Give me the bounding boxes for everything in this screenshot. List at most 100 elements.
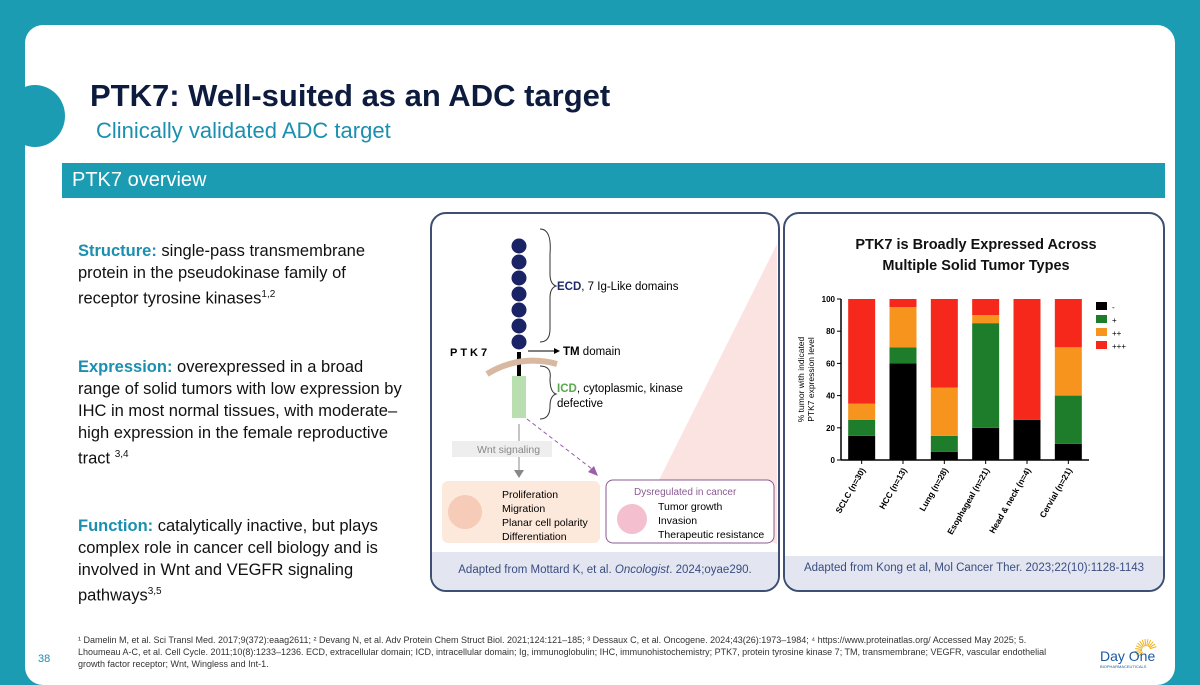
- ig-domain: [511, 334, 527, 350]
- wnt-band: [452, 441, 552, 457]
- sun-ray: [1135, 650, 1143, 652]
- bullet-expression: Expression: overexpressed in a broad ran…: [78, 356, 408, 470]
- legend-label: -: [1112, 303, 1115, 312]
- bar-segment-plusplus: [972, 315, 1000, 324]
- bar-segment-plus: [972, 323, 1000, 428]
- legend-swatch: [1096, 341, 1107, 349]
- bar-segment-plus: [848, 419, 876, 436]
- sun-ray: [1149, 643, 1156, 649]
- y-tick-label: 100: [822, 295, 836, 304]
- arrow-head: [588, 466, 598, 476]
- bar-segment-minus: [889, 363, 917, 460]
- bar-segment-minus: [972, 427, 1000, 460]
- ecd-label: ECD, 7 Ig-Like domains: [557, 281, 679, 293]
- cancer-item: Invasion: [658, 515, 697, 527]
- normal-item: Migration: [502, 503, 545, 515]
- y-tick-label: 40: [826, 392, 835, 401]
- ig-domain: [511, 238, 527, 254]
- bar-segment-minus: [1013, 419, 1041, 460]
- bar-segment-plus: [1054, 395, 1082, 444]
- icd-box: [512, 376, 526, 418]
- embryo-icon: [448, 495, 482, 529]
- ig-domain: [511, 302, 527, 318]
- ecd-brace: [539, 228, 558, 343]
- cancer-title: Dysregulated in cancer: [634, 487, 737, 498]
- logo-subtitle: BIOPHARMACEUTICALS: [1100, 664, 1147, 669]
- x-tick-label: HCC (n=13): [877, 466, 909, 511]
- arrow-head: [554, 348, 560, 354]
- highlight-wedge: [652, 244, 777, 544]
- bar-segment-minus: [1054, 443, 1082, 460]
- bar-segment-plusplusplus: [1054, 299, 1082, 348]
- bar-segment-plusplusplus: [1013, 299, 1041, 420]
- legend-swatch: [1096, 315, 1107, 323]
- y-axis-label: PTK7 expression level: [806, 337, 816, 422]
- bar-segment-minus: [848, 435, 876, 460]
- tumor-icon: [617, 504, 647, 534]
- page-subtitle: Clinically validated ADC target: [96, 118, 391, 143]
- sun-logo-icon: [1135, 638, 1157, 658]
- normal-box: [442, 481, 600, 543]
- bullet-text: single-pass transmembrane protein in the…: [78, 242, 366, 308]
- sun-ray: [1139, 640, 1145, 648]
- ig-domain: [511, 318, 527, 334]
- wnt-label: Wnt signaling: [477, 444, 540, 456]
- x-tick-label: Esophageal (n=21): [945, 466, 991, 536]
- citation: 1,2: [261, 289, 276, 300]
- icd-brace: [539, 365, 558, 420]
- bar-segment-plus: [889, 347, 917, 364]
- legend-swatch: [1096, 302, 1107, 310]
- sun-ray: [1147, 639, 1152, 647]
- ptk7-diagram: ECD, 7 Ig-Like domains PTK7 TM domain IC…: [442, 228, 777, 544]
- sun-ray: [1148, 641, 1154, 648]
- membrane: [485, 357, 558, 377]
- decorative-circle: [5, 85, 65, 147]
- bar-segment-plusplusplus: [930, 299, 958, 388]
- sun-ray: [1135, 648, 1143, 650]
- chart-caption: Adapted from Kong et al, Mol Cancer Ther…: [785, 556, 1163, 590]
- y-tick-label: 60: [826, 359, 835, 368]
- legend-label: ++: [1112, 329, 1122, 338]
- bullet-text: catalytically inactive, but plays comple…: [78, 517, 378, 605]
- ig-domain: [511, 254, 527, 270]
- bullet-structure: Structure: single-pass transmembrane pro…: [78, 240, 408, 310]
- ptk7-diagram-panel: ECD, 7 Ig-Like domains PTK7 TM domain IC…: [430, 212, 780, 592]
- y-axis-label: % tumor with indicated: [796, 336, 806, 422]
- logo: Day One: [1100, 648, 1156, 664]
- y-tick-label: 0: [831, 456, 836, 465]
- bullet-list: Structure: single-pass transmembrane pro…: [78, 240, 408, 653]
- citation: 3,4: [114, 448, 129, 460]
- y-tick-label: 20: [826, 424, 835, 433]
- bar-segment-plusplusplus: [972, 299, 1000, 316]
- chart-title: Multiple Solid Tumor Types: [882, 258, 1069, 274]
- bullet-text: overexpressed in a broad range of solid …: [78, 357, 402, 468]
- tm-label: TM domain: [563, 346, 621, 358]
- bullet-label: Function:: [78, 517, 154, 535]
- x-tick-label: Lung (n=28): [917, 466, 950, 513]
- citation: 3,5: [147, 586, 162, 597]
- bar-segment-plusplus: [848, 403, 876, 420]
- ptk7-label: PTK7: [450, 347, 490, 359]
- x-tick-label: Cervial (n=21): [1037, 466, 1074, 520]
- cancer-item: Therapeutic resistance: [658, 529, 764, 541]
- sun-ray: [1137, 642, 1144, 648]
- sun-ray: [1146, 639, 1149, 647]
- sun-ray: [1137, 652, 1144, 658]
- footnotes: ¹ Damelin M, et al. Sci Transl Med. 2017…: [78, 635, 1047, 669]
- bullet-label: Expression:: [78, 357, 173, 376]
- stacked-bar-chart: PTK7 is Broadly Expressed AcrossMultiple…: [796, 237, 1126, 536]
- arrow-head: [514, 470, 524, 478]
- bar-segment-plusplusplus: [889, 299, 917, 308]
- bar-segment-plusplus: [930, 387, 958, 436]
- cancer-item: Tumor growth: [658, 501, 723, 513]
- normal-item: Differentiation: [502, 531, 567, 543]
- bar-segment-plus: [930, 435, 958, 452]
- legend-label: +: [1112, 316, 1117, 325]
- chart-title: PTK7 is Broadly Expressed Across: [855, 237, 1096, 253]
- x-tick-label: SCLC (n=30): [833, 466, 867, 515]
- legend-label: +++: [1112, 342, 1126, 351]
- sun-ray: [1141, 639, 1146, 647]
